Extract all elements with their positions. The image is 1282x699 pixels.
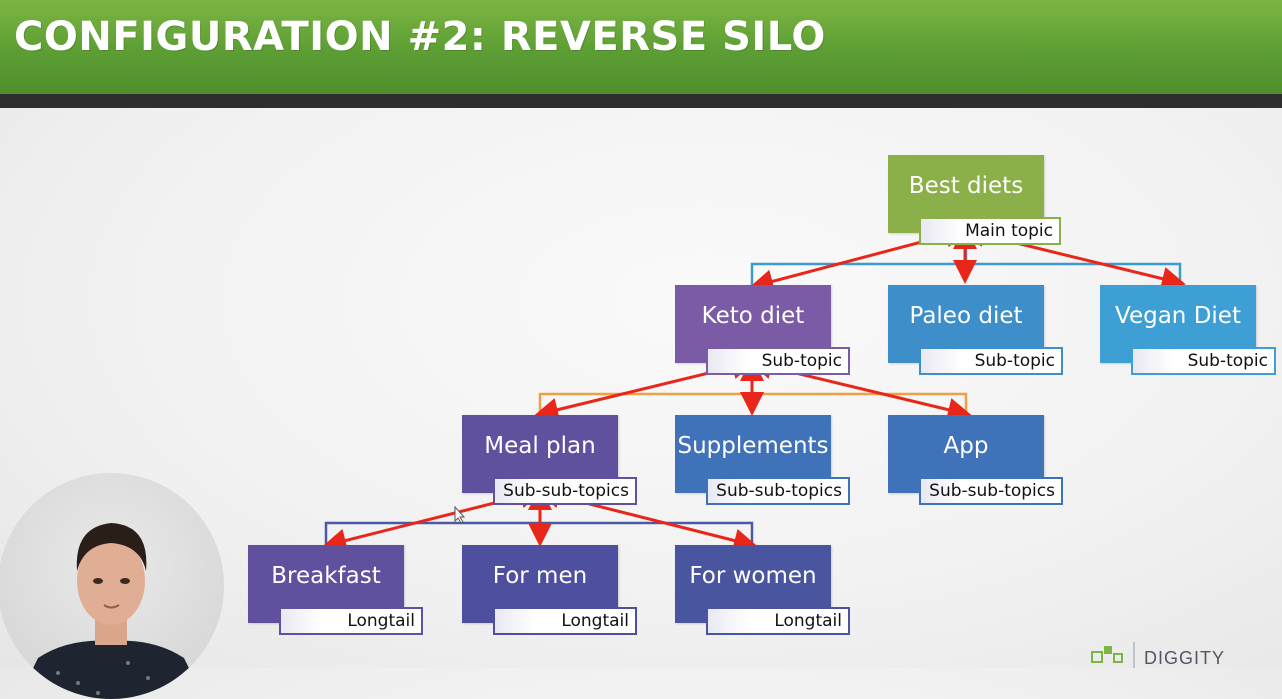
tag-longtail-breakfast: Longtail	[279, 607, 423, 635]
presenter-silhouette-icon	[18, 523, 204, 699]
slide-title: CONFIGURATION #2: REVERSE SILO	[14, 14, 826, 60]
brand-logo: DIGGITY	[1090, 642, 1282, 668]
tag-subtopic-paleo: Sub-topic	[919, 347, 1063, 375]
mouse-cursor-icon	[454, 506, 466, 524]
logo-text: DIGGITY	[1144, 648, 1226, 668]
title-banner: CONFIGURATION #2: REVERSE SILO	[0, 0, 1282, 94]
tag-subtopic-vegan: Sub-topic	[1131, 347, 1276, 375]
logo-mark-icon	[1091, 642, 1135, 668]
title-underline-bar	[0, 94, 1282, 108]
presenter-webcam	[0, 473, 224, 699]
tag-subtopic-keto: Sub-topic	[706, 347, 850, 375]
tag-subsub-app: Sub-sub-topics	[919, 477, 1063, 505]
tag-main-topic: Main topic	[919, 217, 1061, 245]
tag-subsub-mealplan: Sub-sub-topics	[493, 477, 637, 505]
tag-subsub-supplements: Sub-sub-topics	[706, 477, 850, 505]
node-label: Best diets	[908, 173, 1024, 199]
tag-longtail-for-men: Longtail	[493, 607, 637, 635]
tag-longtail-for-women: Longtail	[706, 607, 850, 635]
